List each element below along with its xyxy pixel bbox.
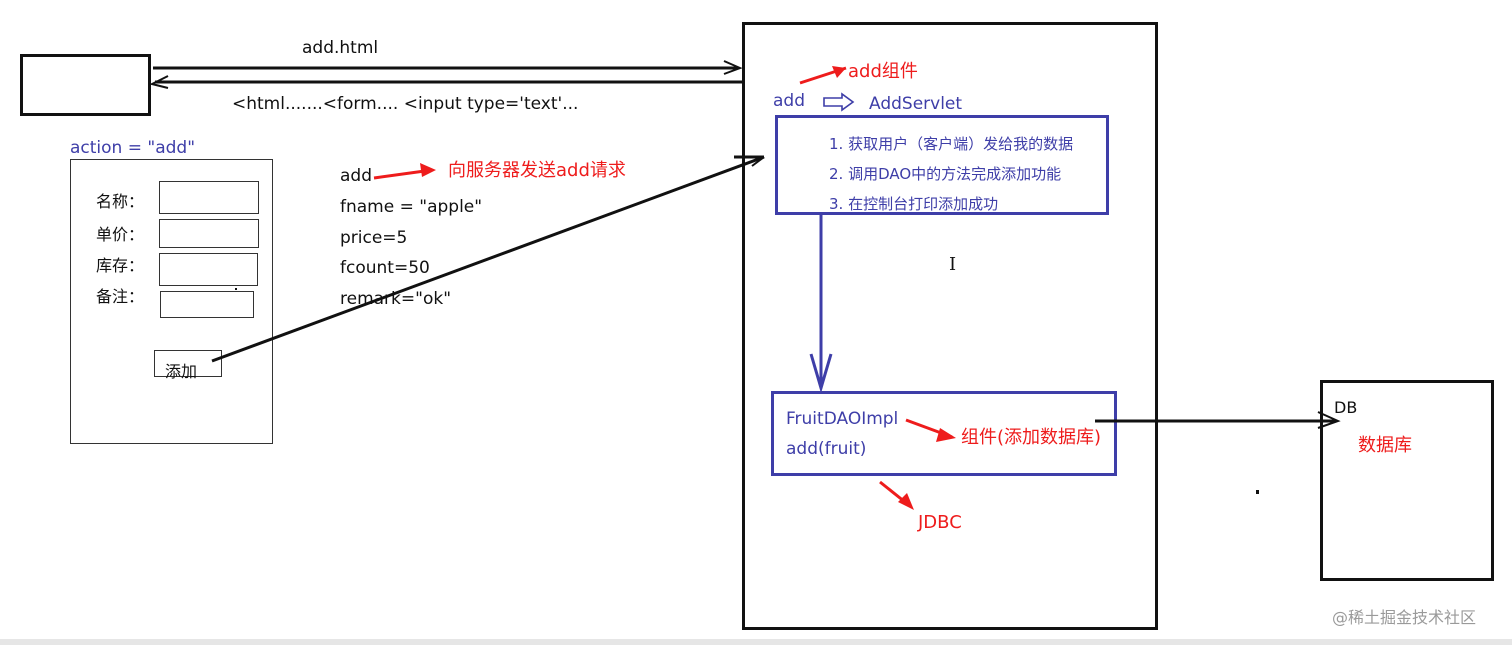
dao-note: 组件(添加数据库) [961,427,1102,448]
mapping-target: AddServlet [869,94,963,114]
form-label-name: 名称： [96,192,145,211]
file-label: add.html [302,38,379,58]
servlet-to-dao-arrowhead [809,353,833,394]
jdbc-note: JDBC [918,512,962,533]
form-action-label: action = "add" [70,138,196,158]
mapping-key: add [773,91,805,111]
mapping-arrow [823,92,855,112]
dao-method: add(fruit) [786,439,867,459]
request-line: price=5 [340,228,408,248]
request-note: 向服务器发送add请求 [448,160,626,181]
server-box [742,22,1158,630]
servlet-step: 2. 调用DAO中的方法完成添加功能 [829,165,1062,183]
request-line: remark="ok" [340,289,452,309]
component-note: add组件 [848,61,918,82]
request-line: fcount=50 [340,258,430,278]
form-input-count [159,253,258,286]
db-box [1320,380,1494,581]
db-label: DB [1334,398,1358,417]
client-box [20,54,151,116]
response-arrowhead [149,75,169,89]
servlet-step: 3. 在控制台打印添加成功 [829,195,999,213]
watermark: @稀土掘金技术社区 [1332,608,1477,627]
form-submit-box [154,350,222,377]
form-label-remark: 备注： [96,287,145,306]
text-cursor-mark: I [949,254,957,275]
form-submit-label: 添加 [165,362,198,381]
form-input-remark [160,291,254,318]
submit-to-servlet-line [211,155,765,363]
html-form-box [70,159,273,444]
form-input-price [159,219,259,248]
servlet-box [775,115,1109,215]
request-line: add [340,166,372,186]
form-input-name [159,181,259,214]
submit-arrowhead-b [751,156,765,167]
form-label-count: 库存： [96,256,145,275]
request-line: fname = "apple" [340,197,483,217]
dao-box [771,391,1117,476]
bottom-strip [0,639,1512,645]
dao-class-name: FruitDAOImpl [786,409,899,429]
form-label-price: 单价： [96,225,145,244]
dao-to-db-arrowhead [1317,411,1341,429]
db-note: 数据库 [1358,435,1412,456]
servlet-step: 1. 获取用户（客户端）发给我的数据 [829,135,1074,153]
request-arrowhead [723,60,743,75]
response-label: <html.......<form.... <input type='text'… [232,94,579,114]
